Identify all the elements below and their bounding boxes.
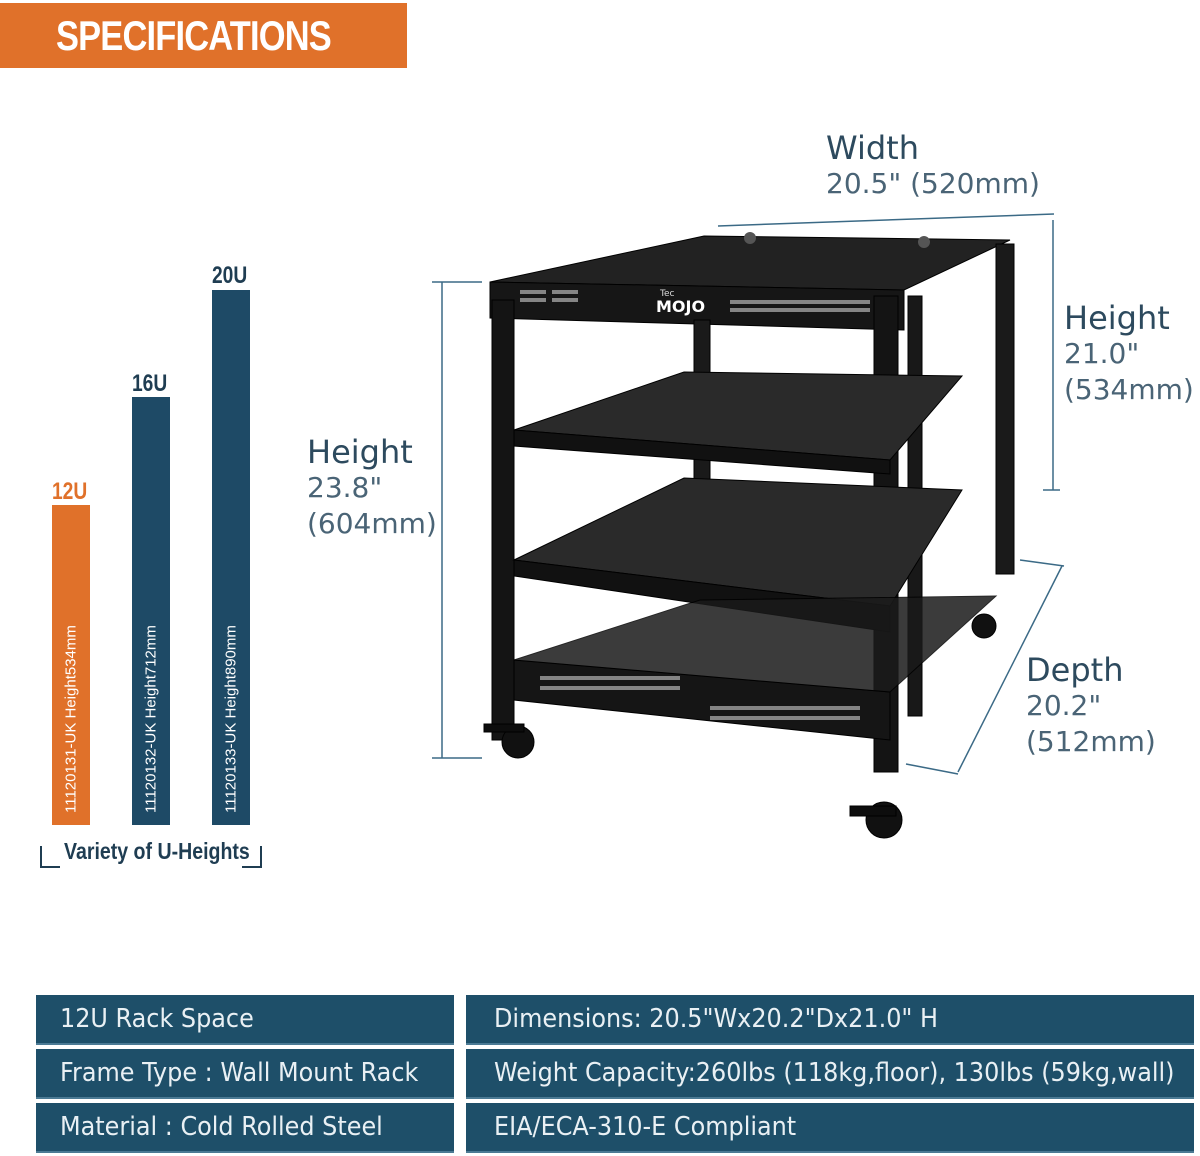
width-dimension: Width 20.5" (520mm) xyxy=(826,130,1040,202)
spec-left-3-text: Material : Cold Rolled Steel xyxy=(60,1112,383,1142)
width-value: 20.5" (520mm) xyxy=(826,167,1040,200)
variant-tag-20u: 20U xyxy=(212,262,248,289)
depth-dimension-line xyxy=(957,565,1063,773)
spec-left-3: Material : Cold Rolled Steel xyxy=(36,1103,454,1153)
spec-right-2: Weight Capacity:260lbs (118kg,floor), 13… xyxy=(466,1049,1194,1099)
width-dimension-line xyxy=(717,213,1055,227)
variant-bar-20u: 11120133-UK Height890mm xyxy=(212,290,250,825)
height-right-label: Height xyxy=(1064,299,1170,337)
depth-value-in: 20.2" xyxy=(1026,689,1102,722)
height-left-value-mm: (604mm) xyxy=(307,507,437,540)
depth-value-mm: (512mm) xyxy=(1026,725,1156,758)
variant-tag-12u: 12U xyxy=(52,478,88,505)
depth-label: Depth xyxy=(1026,651,1124,689)
width-label: Width xyxy=(826,129,919,167)
spec-right-2-text: Weight Capacity:260lbs (118kg,floor), 13… xyxy=(494,1058,1175,1088)
spec-left-1-text: 12U Rack Space xyxy=(60,1004,254,1034)
variant-tag-16u: 16U xyxy=(132,370,168,397)
spec-left-2: Frame Type : Wall Mount Rack xyxy=(36,1049,454,1099)
spec-left-1: 12U Rack Space xyxy=(36,995,454,1045)
variant-bar-12u: 11120131-UK Height534mm xyxy=(52,505,90,825)
height-right-value-mm: (534mm) xyxy=(1064,373,1194,406)
brand-small: Tec xyxy=(659,289,675,299)
banner-title: SPECIFICATIONS xyxy=(56,12,332,59)
height-left-label: Height xyxy=(307,433,413,471)
spec-right-1-text: Dimensions: 20.5"Wx20.2"Dx21.0" H xyxy=(494,1004,939,1034)
variant-bar-16u: 11120132-UK Height712mm xyxy=(132,397,170,825)
spec-right-1: Dimensions: 20.5"Wx20.2"Dx21.0" H xyxy=(466,995,1194,1045)
height-left-value-in: 23.8" xyxy=(307,471,383,504)
brand-logo: MOJO xyxy=(656,297,705,316)
rack-frame xyxy=(483,235,1015,839)
height-left-dimension: Height 23.8" (604mm) xyxy=(307,434,437,542)
variety-bracket-right xyxy=(242,846,262,868)
variant-label-16u: 11120132-UK Height712mm xyxy=(142,625,160,813)
spec-right-3: EIA/ECA-310-E Compliant xyxy=(466,1103,1194,1153)
spec-right-3-text: EIA/ECA-310-E Compliant xyxy=(494,1112,797,1142)
spec-left-2-text: Frame Type : Wall Mount Rack xyxy=(60,1058,419,1088)
variant-label-12u: 11120131-UK Height534mm xyxy=(62,625,80,813)
height-right-value-in: 21.0" xyxy=(1064,337,1140,370)
specifications-banner: SPECIFICATIONS xyxy=(0,3,407,68)
variant-label-20u: 11120133-UK Height890mm xyxy=(222,625,240,813)
variety-caption: Variety of U-Heights xyxy=(64,838,250,864)
depth-dimension: Depth 20.2" (512mm) xyxy=(1026,652,1156,760)
height-right-dimension: Height 21.0" (534mm) xyxy=(1064,300,1194,408)
variety-bracket-left xyxy=(40,846,60,868)
